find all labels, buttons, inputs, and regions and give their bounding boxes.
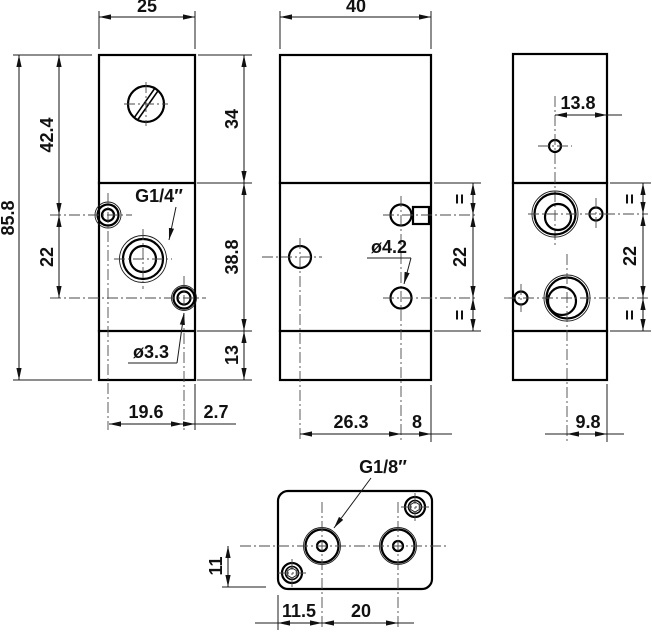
end-view-outline <box>511 52 609 382</box>
side-view-outline <box>278 53 433 382</box>
end-top-port <box>528 190 648 238</box>
svg-text:22: 22 <box>37 247 57 267</box>
front-view-outline <box>97 53 197 382</box>
svg-text:38.8: 38.8 <box>222 239 242 274</box>
side-notch <box>411 205 431 226</box>
svg-text:=: = <box>620 194 640 205</box>
bottom-view: G1/8″ 11 11.5 20 <box>206 457 446 630</box>
hole-diameter-label: ø4.2 <box>371 237 407 257</box>
svg-text:25: 25 <box>137 0 157 16</box>
dim-bottom-hole-from-left: 11.5 <box>255 595 322 630</box>
svg-text:34: 34 <box>222 109 242 129</box>
svg-text:=: = <box>620 310 640 321</box>
dim-bottom-hole-spacing: 20 <box>322 601 414 626</box>
dim-front-hole-to-edge: 2.7 <box>183 402 236 427</box>
socket-screw-icon-top-right <box>401 493 429 521</box>
dim-side-equal-top: = <box>434 182 481 215</box>
socket-screw-icon-bottom-left <box>278 559 306 587</box>
side-left-hole <box>262 238 322 442</box>
side-hole-callout: ø4.2 <box>367 237 412 285</box>
svg-text:=: = <box>450 194 470 205</box>
front-view: G1/4″ ø3.3 25 85.8 42.4 22 <box>0 0 252 430</box>
dim-front-width: 25 <box>98 0 196 49</box>
front-centerlines <box>50 193 206 430</box>
end-bottom-port <box>504 254 648 442</box>
svg-text:85.8: 85.8 <box>0 200 18 235</box>
svg-text:11.5: 11.5 <box>282 601 316 621</box>
dim-side-hole-from-left: 26.3 <box>300 412 401 437</box>
svg-text:42.4: 42.4 <box>37 117 57 152</box>
dim-side-hole-to-edge: 8 <box>401 385 452 442</box>
dim-front-hole-from-left: 19.6 <box>109 384 196 430</box>
dim-front-hole-spacing: 22 <box>37 215 62 298</box>
svg-text:22: 22 <box>450 247 470 267</box>
dim-front-bottom-section: 13 <box>197 331 252 381</box>
svg-text:20: 20 <box>351 601 371 621</box>
port-label: G1/4″ <box>135 186 183 206</box>
port-label: G1/8″ <box>359 457 407 477</box>
svg-text:13: 13 <box>222 345 242 365</box>
dim-end-equal-bottom: = <box>610 298 651 332</box>
svg-text:8: 8 <box>412 412 422 432</box>
dim-front-mid-section: 38.8 <box>197 183 252 332</box>
dim-front-overall-height: 85.8 <box>0 54 92 381</box>
svg-text:2.7: 2.7 <box>203 402 228 422</box>
bottom-port-callout: G1/8″ <box>333 457 407 529</box>
dim-end-hole-spacing: 22 <box>620 214 646 298</box>
dim-side-equal-bottom: = <box>434 298 481 332</box>
screw-head-icon <box>124 82 168 126</box>
svg-text:22: 22 <box>620 246 640 266</box>
svg-text:=: = <box>450 310 470 321</box>
front-small-hole-callout: ø3.3 <box>128 312 185 364</box>
dim-side-width: 40 <box>279 0 432 49</box>
dim-end-hole-offset: 13.8 <box>555 93 622 118</box>
end-pilot-hole <box>538 96 572 246</box>
dim-front-top-hole-offset: 42.4 <box>37 55 62 215</box>
front-port-callout: G1/4″ <box>135 186 183 241</box>
dim-end-hole-to-edge: 9.8 <box>545 384 624 442</box>
side-view: ø4.2 40 = 22 = 26.3 <box>262 0 481 442</box>
dim-side-hole-spacing: 22 <box>450 215 476 298</box>
svg-text:40: 40 <box>346 0 366 16</box>
bottom-centerlines <box>240 502 446 630</box>
side-top-hole <box>383 196 478 442</box>
side-bottom-hole <box>383 286 478 310</box>
small-hole-label: ø3.3 <box>133 342 169 362</box>
front-port-hole <box>114 229 172 289</box>
svg-text:9.8: 9.8 <box>575 412 600 432</box>
dim-front-top-section: 34 <box>197 54 252 184</box>
end-view: 13.8 = 22 = 9.8 <box>504 52 651 442</box>
dim-bottom-hole-from-bottom: 11 <box>206 546 266 588</box>
dim-end-equal-top: = <box>610 182 651 214</box>
svg-text:13.8: 13.8 <box>560 93 595 113</box>
svg-text:11: 11 <box>206 556 226 575</box>
svg-text:19.6: 19.6 <box>128 402 163 422</box>
svg-text:26.3: 26.3 <box>333 412 368 432</box>
bottom-view-outline <box>276 489 434 591</box>
